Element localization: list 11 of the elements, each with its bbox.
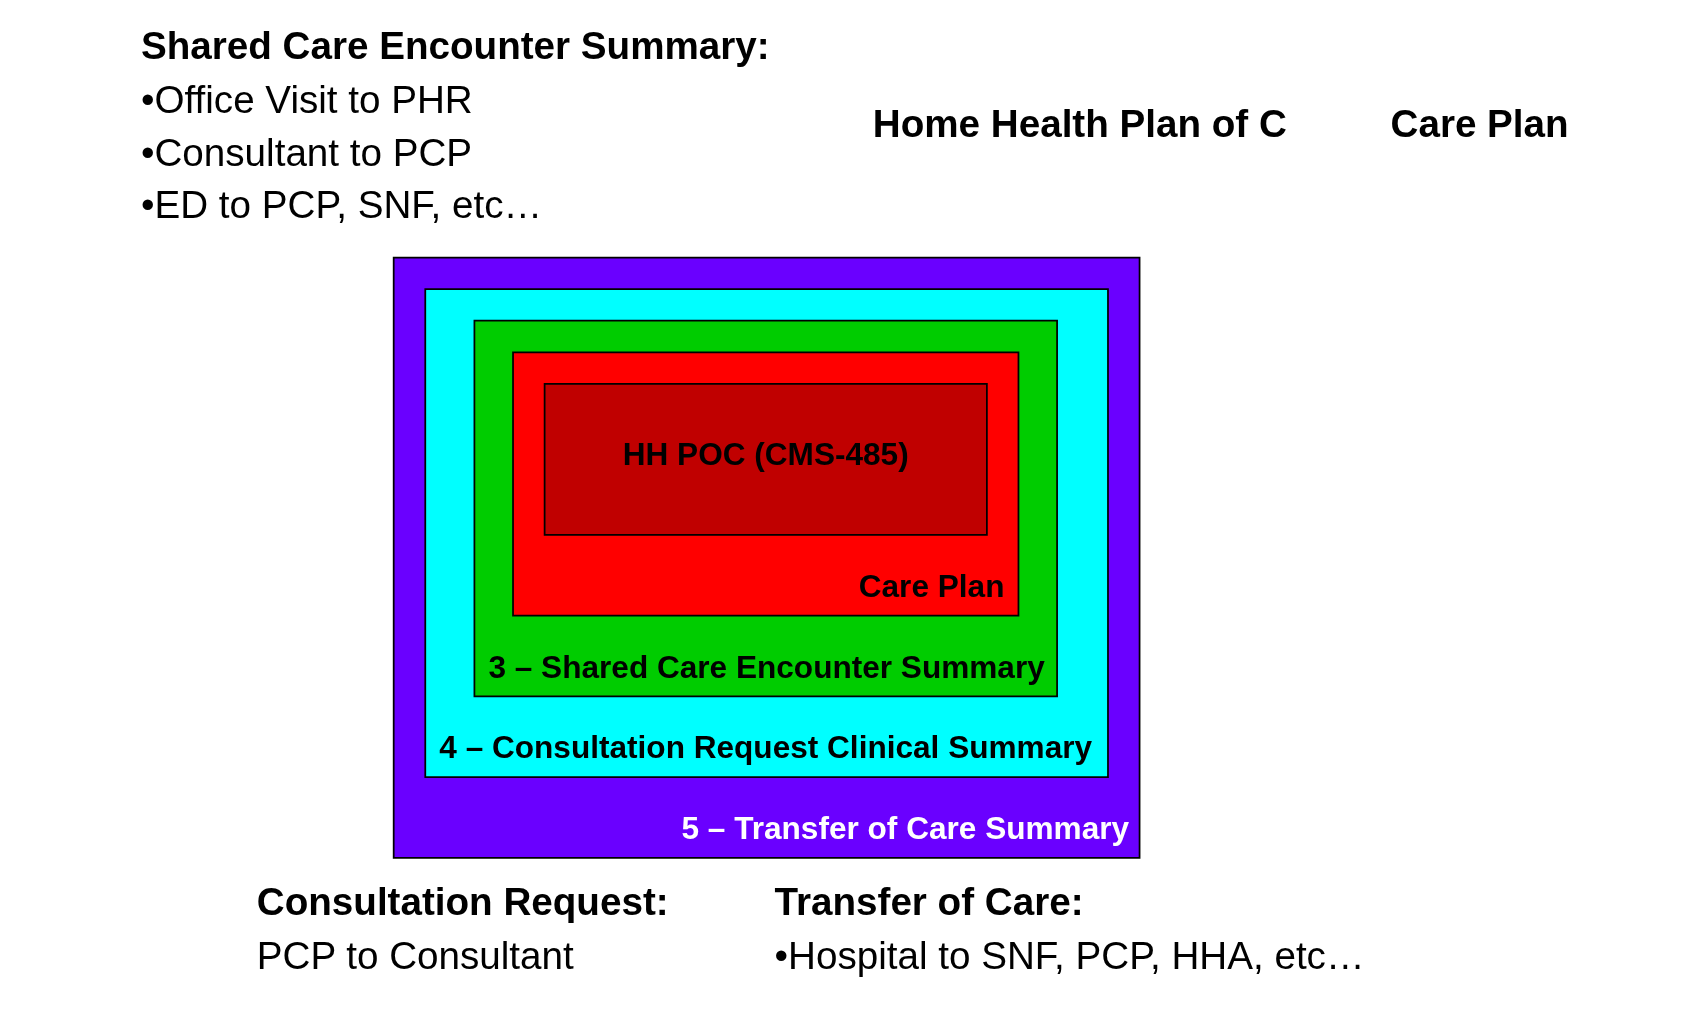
label: Shared Care Encounter Summary: (140, 23, 770, 67)
label: Home Health Plan of C (872, 102, 1287, 146)
node-box: HH POC (CMS-485) (543, 383, 988, 536)
label: PCP to Consultant (256, 934, 574, 978)
label: •Consultant to PCP (140, 130, 473, 174)
label: Consultation Request: (256, 879, 669, 923)
label: Transfer of Care: (774, 879, 1084, 923)
label: Care Plan (1390, 102, 1569, 146)
label: •Hospital to SNF, PCP, HHA, etc… (774, 934, 1365, 978)
label: •Office Visit to PHR (140, 77, 473, 121)
label: •ED to PCP, SNF, etc… (140, 183, 543, 227)
